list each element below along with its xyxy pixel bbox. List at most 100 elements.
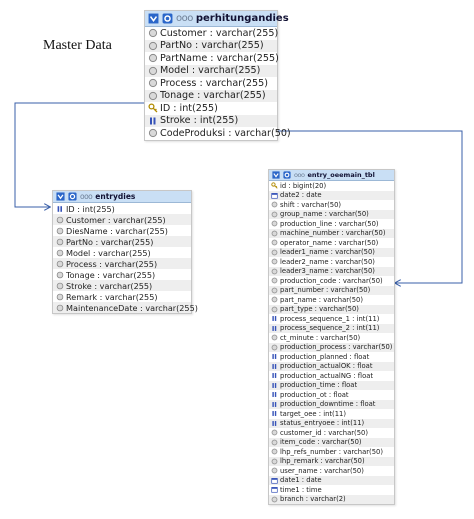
table-column-row[interactable]: production_actualNG : float [269, 371, 394, 381]
table-column-row[interactable]: Remark : varchar(255) [53, 291, 191, 302]
options-icon[interactable]: ooo [80, 192, 93, 201]
table-column-row[interactable]: id : bigint(20) [269, 181, 394, 191]
table-column-row[interactable]: production_time : float [269, 380, 394, 390]
table-column-row[interactable]: part_name : varchar(50) [269, 295, 394, 305]
column-label: DiesName : varchar(255) [66, 225, 168, 236]
table-column-row[interactable]: target_oee : int(11) [269, 409, 394, 419]
column-icon [56, 293, 64, 301]
table-column-row[interactable]: shift : varchar(50) [269, 200, 394, 210]
column-label: Tonage : varchar(255) [66, 269, 156, 280]
table-column-row[interactable]: production_actualOK : float [269, 361, 394, 371]
column-label: machine_number : varchar(50) [280, 229, 386, 238]
table-column-row[interactable]: Tonage : varchar(255) [145, 89, 277, 102]
table-perhitungandies[interactable]: ooo perhitungandies Customer : varchar(2… [144, 10, 291, 141]
toggle-icon[interactable] [272, 171, 280, 179]
column-label: production_ot : float [280, 390, 349, 399]
table-column-row[interactable]: leader2_name : varchar(50) [269, 257, 394, 267]
table-column-row[interactable]: production_downtime : float [269, 399, 394, 409]
column-icon [271, 439, 278, 446]
table-column-row[interactable]: ct_minute : varchar(50) [269, 333, 394, 343]
table-column-row[interactable]: leader1_name : varchar(50) [269, 247, 394, 257]
table-column-row[interactable]: Process : varchar(255) [145, 77, 277, 90]
table-column-row[interactable]: part_type : varchar(50) [269, 304, 394, 314]
table-column-row[interactable]: PartName : varchar(255) [145, 52, 279, 65]
date-icon [271, 477, 278, 484]
table-column-row[interactable]: lhp_remark : varchar(50) [269, 456, 394, 466]
options-icon[interactable]: ooo [176, 13, 193, 24]
column-label: production_code : varchar(50) [280, 276, 383, 285]
table-entry-oeemain-tbl[interactable]: ooo entry_oeemain_tbl id : bigint(20)dat… [268, 169, 395, 505]
table-column-row[interactable]: process_sequence_1 : int(11) [269, 314, 394, 324]
table-column-row[interactable]: DiesName : varchar(255) [53, 225, 191, 236]
table-column-row[interactable]: operator_name : varchar(50) [269, 238, 394, 248]
table-column-row[interactable]: Model : varchar(255) [145, 64, 277, 77]
table-column-row[interactable]: status_entryoee : int(11) [269, 418, 394, 428]
table-column-row[interactable]: Tonage : varchar(255) [53, 269, 191, 280]
options-icon[interactable]: ooo [294, 171, 305, 179]
table-column-row[interactable]: process_sequence_2 : int(11) [269, 323, 394, 333]
column-label: time1 : time [280, 485, 322, 494]
table-column-row[interactable]: Process : varchar(255) [53, 258, 191, 269]
column-icon [271, 201, 278, 208]
gear-icon[interactable] [283, 171, 291, 179]
table-entrydies[interactable]: ooo entrydies ID : int(255)Customer : va… [52, 190, 198, 314]
column-icon [271, 287, 278, 294]
column-icon [271, 306, 278, 313]
table-column-row[interactable]: production_ot : float [269, 390, 394, 400]
column-label: customer_id : varchar(50) [280, 428, 369, 437]
numeric-icon [56, 205, 64, 213]
column-label: Customer : varchar(255) [160, 27, 279, 39]
table-column-row[interactable]: ID : int(255) [145, 102, 277, 115]
column-label: date1 : date [280, 476, 322, 485]
toggle-icon[interactable] [56, 192, 65, 201]
table-column-row[interactable]: time1 : time [269, 485, 394, 495]
table-column-row[interactable]: branch : varchar(2) [269, 494, 394, 504]
table-column-row[interactable]: MaintenanceDate : varchar(255) [53, 302, 198, 313]
column-label: part_type : varchar(50) [280, 305, 359, 314]
table-column-row[interactable]: production_planned : float [269, 352, 394, 362]
column-label: Process : varchar(255) [66, 258, 158, 269]
table-column-row[interactable]: production_code : varchar(50) [269, 276, 394, 286]
table-column-row[interactable]: group_name : varchar(50) [269, 209, 394, 219]
table-column-row[interactable]: Customer : varchar(255) [53, 214, 191, 225]
table-column-row[interactable]: ID : int(255) [53, 203, 191, 214]
table-column-row[interactable]: part_number : varchar(50) [269, 285, 394, 295]
column-icon [148, 41, 158, 51]
table-column-row[interactable]: machine_number : varchar(50) [269, 228, 394, 238]
table-column-row[interactable]: PartNo : varchar(255) [145, 39, 277, 52]
column-icon [271, 448, 278, 455]
table-header[interactable]: ooo entry_oeemain_tbl [269, 170, 394, 181]
table-column-row[interactable]: user_name : varchar(50) [269, 466, 394, 476]
table-header[interactable]: ooo entrydies [53, 191, 191, 203]
table-column-row[interactable]: leader3_name : varchar(50) [269, 266, 394, 276]
table-column-row[interactable]: Stroke : varchar(255) [53, 280, 191, 291]
key-icon [271, 182, 278, 189]
table-column-row[interactable]: customer_id : varchar(50) [269, 428, 394, 438]
column-label: production_actualOK : float [280, 362, 373, 371]
table-column-row[interactable]: Stroke : int(255) [145, 114, 277, 127]
gear-icon[interactable] [68, 192, 77, 201]
table-column-row[interactable]: production_line : varchar(50) [269, 219, 394, 229]
column-icon [271, 496, 278, 503]
table-column-row[interactable]: Customer : varchar(255) [145, 27, 279, 40]
table-column-row[interactable]: date1 : date [269, 475, 394, 485]
table-column-row[interactable]: Model : varchar(255) [53, 247, 191, 258]
toggle-icon[interactable] [148, 13, 159, 24]
column-icon [271, 344, 278, 351]
table-column-row[interactable]: lhp_refs_number : varchar(50) [269, 447, 394, 457]
column-label: operator_name : varchar(50) [280, 238, 379, 247]
gear-icon[interactable] [162, 13, 173, 24]
column-icon [56, 304, 64, 312]
table-header[interactable]: ooo perhitungandies [145, 11, 289, 27]
table-column-row[interactable]: CodeProduksi : varchar(50) [145, 127, 291, 140]
table-column-row[interactable]: date2 : date [269, 190, 394, 200]
table-column-row[interactable]: item_code : varchar(50) [269, 437, 394, 447]
column-icon [271, 277, 278, 284]
column-label: date2 : date [280, 191, 322, 200]
column-label: production_process : varchar(50) [280, 343, 393, 352]
table-name: perhitungandies [195, 13, 289, 24]
table-column-row[interactable]: production_process : varchar(50) [269, 342, 394, 352]
column-label: process_sequence_2 : int(11) [280, 324, 380, 333]
table-column-row[interactable]: PartNo : varchar(255) [53, 236, 191, 247]
